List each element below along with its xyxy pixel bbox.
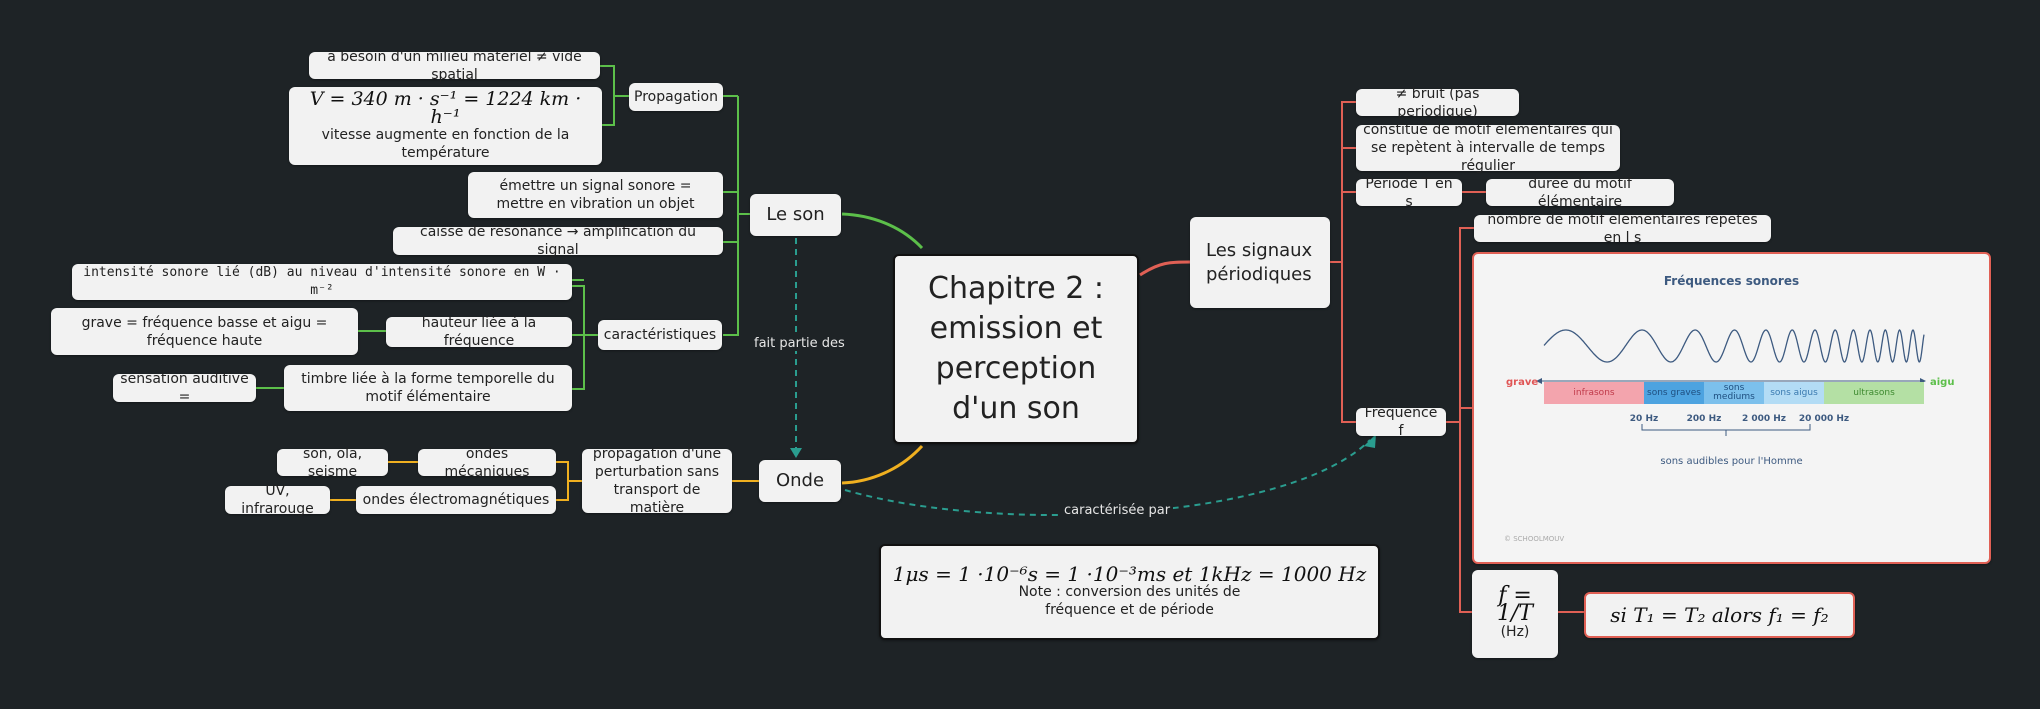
mecaniques-example-node[interactable]: son, ola, seisme [277, 446, 388, 480]
electro-example-text: UV, infrarouge [241, 483, 314, 517]
propagation-label: Propagation [634, 89, 718, 105]
formula-unit: (Hz) [1500, 624, 1530, 640]
signaux-label: Les signaux périodiques [1206, 239, 1313, 285]
si-formula: si T₁ = T₂ alors f₁ = f₂ [1610, 603, 1829, 627]
hauteur-text: hauteur liée à la fréquence [421, 315, 537, 349]
le-son-label: Le son [766, 204, 825, 225]
bruit-text: ≠ bruit (pas periodique) [1395, 85, 1480, 120]
sine-wave-graphic [1536, 329, 1926, 436]
relation-fait-partie: fait partie des [751, 336, 848, 351]
propagation-node[interactable]: Propagation [629, 83, 723, 111]
timbre-text: timbre liée à la forme temporelle du mot… [301, 371, 555, 405]
grave-aigu-node[interactable]: grave = fréquence basse et aigu = fréque… [51, 308, 358, 355]
frequency-image-title: Fréquences sonores [1663, 274, 1800, 288]
sensation-text: sensation auditive = [120, 371, 249, 405]
frequence-text: Fréquence f [1364, 405, 1438, 439]
timbre-node[interactable]: timbre liée à la forme temporelle du mot… [284, 365, 572, 411]
onde-propagation-text: propagation d'une perturbation sans tran… [592, 446, 722, 516]
si-node[interactable]: si T₁ = T₂ alors f₁ = f₂ [1584, 592, 1855, 638]
tick-2000hz: 2 000 Hz [1741, 414, 1787, 424]
ondes-mecaniques-text: ondes mécaniques [444, 445, 530, 480]
note-formula: 1μs = 1 ·10⁻⁶s = 1 ·10⁻³ms et 1kHz = 100… [892, 562, 1367, 586]
caracteristiques-label: caractéristiques [603, 327, 717, 343]
electro-example-node[interactable]: UV, infrarouge [225, 483, 330, 517]
segment-sons-mediums: sons mediums [1704, 382, 1764, 404]
audible-label: sons audibles pour l'Homme [1660, 456, 1803, 467]
caisse-text: caisse de résonance → amplification du s… [420, 224, 696, 258]
le-son-node[interactable]: Le son [750, 194, 841, 236]
duree-node[interactable]: durée du motif élémentaire [1486, 176, 1674, 210]
caracteristiques-node[interactable]: caractéristiques [598, 320, 722, 350]
hauteur-node[interactable]: hauteur liée à la fréquence [386, 315, 572, 349]
vitesse-formula: V = 340 m · s⁻¹ = 1224 km · h⁻¹ [309, 88, 582, 128]
nombre-text: nombre de motif élémentaires répétés en … [1487, 211, 1758, 246]
onde-label: Onde [775, 470, 825, 491]
emettre-node[interactable]: émettre un signal sonore = mettre en vib… [468, 172, 723, 218]
caisse-node[interactable]: caisse de résonance → amplification du s… [393, 224, 723, 258]
periode-node[interactable]: Periode T en s [1356, 176, 1462, 210]
formula-f-node[interactable]: f = 1/T (Hz) [1472, 570, 1558, 658]
frequence-node[interactable]: Fréquence f [1356, 405, 1446, 439]
intensite-text: intensité sonore lié (dB) au niveau d'in… [83, 265, 561, 298]
grave-aigu-text: grave = fréquence basse et aigu = fréque… [81, 314, 328, 349]
vitesse-node[interactable]: V = 340 m · s⁻¹ = 1224 km · h⁻¹ vitesse … [289, 87, 602, 165]
segment-infrasons: infrasons [1544, 382, 1644, 404]
milieu-node[interactable]: a besoin d'un milieu materiel ≠ vide spa… [309, 49, 600, 83]
frequency-image[interactable]: Fréquences sonores grave aigu infrasons … [1472, 252, 1991, 564]
tick-200hz: 200 Hz [1686, 414, 1722, 424]
emettre-text: émettre un signal sonore = mettre en vib… [496, 178, 695, 212]
formula-f: f = 1/T [1496, 583, 1534, 626]
note-text: Note : conversion des unités de fréquenc… [1018, 584, 1241, 618]
relation-caracterisee: caractérisée par [1061, 503, 1174, 518]
nombre-node[interactable]: nombre de motif élémentaires répétés en … [1474, 212, 1771, 246]
onde-propagation-node[interactable]: propagation d'une perturbation sans tran… [582, 446, 732, 516]
central-topic[interactable]: Chapitre 2 : emission et perception d'un… [893, 254, 1139, 444]
periode-text: Periode T en s [1365, 175, 1453, 210]
aigu-label: aigu [1930, 377, 1955, 388]
ondes-mecaniques-node[interactable]: ondes mécaniques [418, 446, 556, 480]
milieu-text: a besoin d'un milieu materiel ≠ vide spa… [327, 48, 582, 83]
segment-sons-graves: sons graves [1644, 382, 1704, 404]
tick-20000hz: 20 000 Hz [1798, 414, 1850, 424]
constitue-node[interactable]: constitué de motif élémentaires qui se r… [1356, 122, 1620, 174]
duree-text: durée du motif élémentaire [1528, 175, 1632, 210]
onde-node[interactable]: Onde [759, 460, 841, 502]
credit-label: © SCHOOLMOUV [1504, 535, 1565, 543]
ondes-electro-text: ondes électromagnétiques [362, 492, 550, 508]
note-node[interactable]: 1μs = 1 ·10⁻⁶s = 1 ·10⁻³ms et 1kHz = 100… [879, 544, 1380, 640]
segment-sons-aigus: sons aigus [1764, 382, 1824, 404]
ondes-electro-node[interactable]: ondes électromagnétiques [356, 486, 556, 514]
segment-ultrasons: ultrasons [1824, 382, 1924, 404]
mecaniques-example-text: son, ola, seisme [302, 445, 363, 480]
bruit-node[interactable]: ≠ bruit (pas periodique) [1356, 86, 1519, 120]
sensation-node[interactable]: sensation auditive = [113, 371, 256, 405]
signaux-node[interactable]: Les signaux périodiques [1190, 217, 1330, 308]
tick-20hz: 20 Hz [1629, 414, 1659, 424]
grave-label: grave [1506, 377, 1539, 388]
central-title: Chapitre 2 : emission et perception d'un… [928, 271, 1104, 426]
vitesse-note: vitesse augmente en fonction de la tempé… [321, 127, 570, 161]
constitue-text: constitué de motif élémentaires qui se r… [1363, 122, 1613, 174]
intensite-node[interactable]: intensité sonore lié (dB) au niveau d'in… [72, 264, 572, 300]
